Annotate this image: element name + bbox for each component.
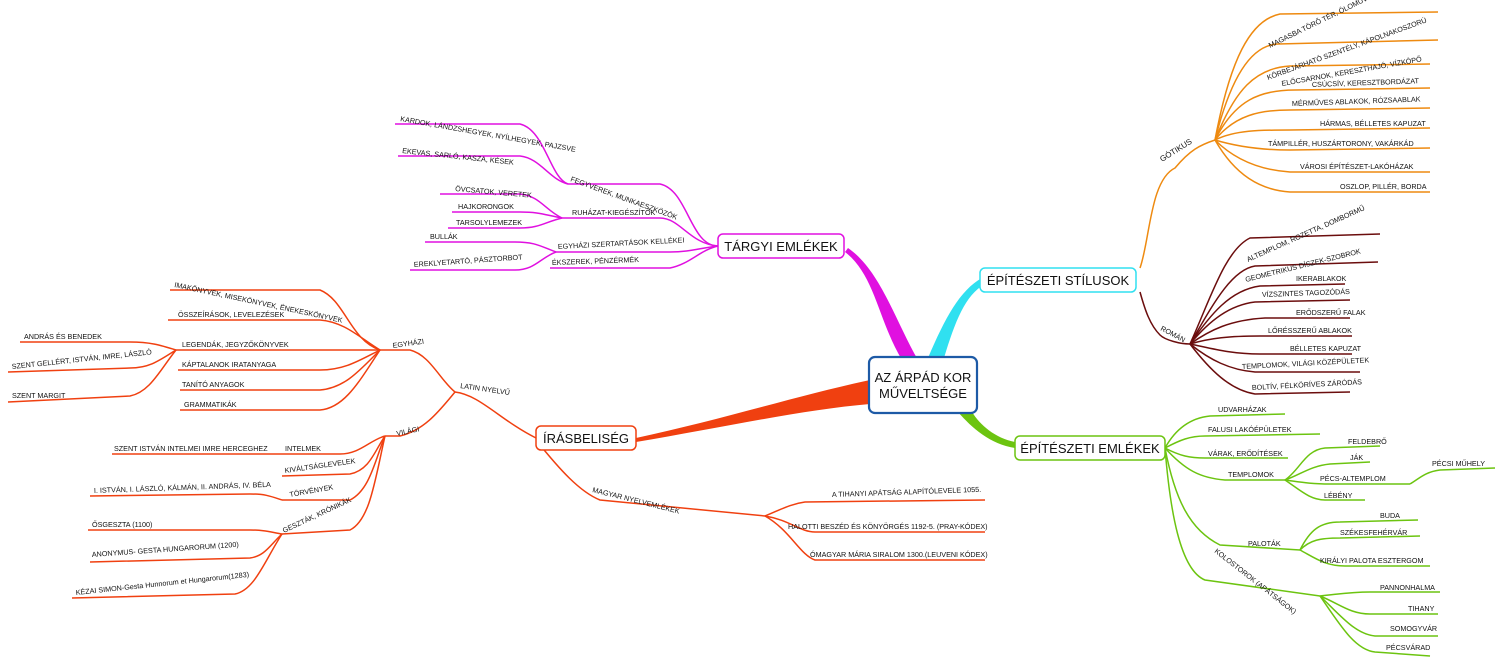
node-targyi[interactable]: TÁRGYI EMLÉKEK xyxy=(717,233,845,259)
label-egyhazi: EGYHÁZI SZERTARTÁSOK KELLÉKEI xyxy=(558,235,685,251)
label-feldebro: FELDEBRŐ xyxy=(1348,437,1387,446)
label-tihanyi: A TIHANYI APÁTSÁG ALAPÍTÓLEVELE 1055. xyxy=(832,485,982,499)
label-halotti: HALOTTI BESZÉD ÉS KÖNYÖRGÉS 1192-5. (PRA… xyxy=(788,522,988,531)
irasbeliseg-title: ÍRÁSBELISÉG xyxy=(543,431,629,446)
label-buda: BUDA xyxy=(1380,511,1400,520)
label-bullak: BULLÁK xyxy=(430,232,458,241)
label-kivaltsag: KIVÁLTSÁGLEVELEK xyxy=(284,456,356,475)
epiteszeti-lines xyxy=(1164,413,1496,657)
label-ekszerek: ÉKSZEREK, PÉNZÉRMÉK xyxy=(552,255,640,267)
label-torvenyek: TÖRVÉNYEK xyxy=(289,482,334,499)
label-r8: TEMPLOMOK, VILÁGI KÖZÉPÜLETEK xyxy=(1242,355,1370,371)
label-ereklye: EREKLYETARTÓ, PÁSZTORBOT xyxy=(414,252,524,269)
label-g7: TÁMPILLÉR, HUSZÁRTORONY, VAKÁRKÁD xyxy=(1268,139,1414,148)
label-pecsimuhely: PÉCSI MŰHELY xyxy=(1432,459,1485,468)
node-stilusok[interactable]: ÉPÍTÉSZETI STÍLUSOK xyxy=(979,267,1137,293)
label-udvarhazak: UDVARHÁZAK xyxy=(1218,405,1267,414)
label-vilagi: VILÁGI xyxy=(396,424,421,438)
label-r6: LŐRÉSSZERŰ ABLAKOK xyxy=(1268,326,1352,335)
label-tanito: TANÍTÓ ANYAGOK xyxy=(182,380,245,389)
label-varak: VÁRAK, ERŐDÍTÉSEK xyxy=(1208,449,1283,458)
label-egyhazi: EGYHÁZI xyxy=(392,337,425,350)
label-ekevas: EKEVAS, SARLÓ, KASZA, KÉSEK xyxy=(402,146,515,167)
targyi-lines xyxy=(395,123,719,271)
roman-lines xyxy=(1139,233,1381,395)
epiteszeti-title: ÉPÍTÉSZETI EMLÉKEK xyxy=(1020,441,1160,456)
label-kezai: KÉZAI SIMON-Gesta Hunnorum et Hungarorum… xyxy=(75,570,249,597)
label-r5: ERŐDSZERŰ FALAK xyxy=(1296,308,1366,317)
label-intelmek-leaf: SZENT ISTVÁN INTELMEI IMRE HERCEGHEZ xyxy=(114,444,268,453)
targyi-title: TÁRGYI EMLÉKEK xyxy=(724,239,838,254)
label-ovcsatok: ÖVCSATOK, VERETEK xyxy=(455,184,533,200)
stilusok-title: ÉPÍTÉSZETI STÍLUSOK xyxy=(987,273,1130,288)
label-g6: HÁRMAS, BÉLLETES KAPUZAT xyxy=(1320,119,1426,128)
label-r3: IKERABLAKOK xyxy=(1296,274,1347,283)
node-irasbeliseg[interactable]: ÍRÁSBELISÉG xyxy=(535,425,637,451)
label-pecsaltemplom: PÉCS-ALTEMPLOM xyxy=(1320,474,1386,483)
branch-targyi xyxy=(845,248,918,360)
label-gotikus: GÓTIKUS xyxy=(1158,137,1193,164)
label-jak: JÁK xyxy=(1350,453,1363,462)
label-legendak: LEGENDÁK, JEGYZŐKÖNYVEK xyxy=(182,340,289,349)
center-title-line1: AZ ÁRPÁD KOR xyxy=(875,370,972,385)
branch-stilusok xyxy=(928,278,985,358)
label-andras: ANDRÁS ÉS BENEDEK xyxy=(24,332,102,341)
label-grammatikak: GRAMMATIKÁK xyxy=(184,400,237,409)
label-omagyar: ÓMAGYAR MÁRIA SIRALOM 1300.(LEUVENI KÓDE… xyxy=(810,550,988,559)
label-r7: BÉLLETES KAPUZAT xyxy=(1290,344,1362,353)
label-hajkorongok: HAJKORONGOK xyxy=(458,202,514,211)
label-intelmek: INTELMEK xyxy=(285,444,321,453)
label-osszeirasok: ÖSSZEÍRÁSOK, LEVELEZÉSEK xyxy=(178,310,284,319)
label-tarsoly: TARSOLYLEMEZEK xyxy=(456,218,522,227)
label-g5: MÉRMŰVES ABLAKOK, RÓZSAABLAK xyxy=(1292,95,1421,108)
label-ruhazat: RUHÁZAT-KIEGÉSZÍTŐK xyxy=(572,208,656,217)
label-somogyvar: SOMOGYVÁR xyxy=(1390,624,1437,633)
label-osgeszta: ŐSGESZTA (1100) xyxy=(92,520,152,529)
center-title-line2: MŰVELTSÉGE xyxy=(879,386,967,401)
label-gesztak: GESZTÁK, KRÓNIKÁK xyxy=(281,495,353,535)
branch-epiteszeti xyxy=(958,412,1015,448)
label-r4: VÍZSZINTES TAGOZÓDÁS xyxy=(1262,287,1350,299)
label-kaptalanok: KÁPTALANOK IRATANYAGA xyxy=(182,360,276,369)
label-g4: CSÚCSÍV, KERESZTBORDÁZAT xyxy=(1312,76,1420,89)
node-center[interactable]: AZ ÁRPÁD KOR MŰVELTSÉGE xyxy=(867,355,979,415)
main-branches xyxy=(636,248,1015,448)
label-margit: SZENT MARGIT xyxy=(12,391,66,400)
label-kolostorok: KOLOSTOROK (APÁTSÁGOK) xyxy=(1213,546,1298,615)
label-falusi: FALUSI LAKÓÉPÜLETEK xyxy=(1208,425,1292,434)
label-pecsvarad: PÉCSVÁRAD xyxy=(1386,643,1430,652)
irasbeliseg-texts: LATIN NYELVŰ EGYHÁZI IMAKÖNYVEK, MISEKÖN… xyxy=(11,280,987,597)
label-g9: OSZLOP, PILLÉR, BORDA xyxy=(1340,182,1427,191)
epiteszeti-texts: UDVARHÁZAK FALUSI LAKÓÉPÜLETEK VÁRAK, ER… xyxy=(1208,405,1485,652)
label-torvenyek-leaf: I. ISTVÁN, I. LÁSZLÓ, KÁLMÁN, II. ANDRÁS… xyxy=(94,480,271,495)
label-szekesfehervar: SZÉKESFEHÉRVÁR xyxy=(1340,528,1407,537)
label-anonymus: ANONYMUS- GESTA HUNGARORUM (1200) xyxy=(92,540,240,559)
label-kiralyi: KIRÁLYI PALOTA ESZTERGOM xyxy=(1320,556,1423,565)
label-templomok: TEMPLOMOK xyxy=(1228,470,1274,479)
label-palotak: PALOTÁK xyxy=(1248,539,1281,548)
label-tihany: TIHANY xyxy=(1408,604,1435,613)
label-lebeny: LÉBÉNY xyxy=(1324,491,1353,500)
gotikus-lines xyxy=(1139,11,1439,269)
node-epiteszeti[interactable]: ÉPÍTÉSZETI EMLÉKEK xyxy=(1014,435,1166,461)
label-r9: BOLTÍV, FÉLKÖRÍVES ZÁRÓDÁS xyxy=(1252,377,1363,392)
irasbeliseg-lines xyxy=(7,289,986,599)
branch-irasbeliseg xyxy=(636,380,870,442)
label-pannonhalma: PANNONHALMA xyxy=(1380,583,1435,592)
label-g8: VÁROSI ÉPÍTÉSZET-LAKÓHÁZAK xyxy=(1300,162,1414,171)
